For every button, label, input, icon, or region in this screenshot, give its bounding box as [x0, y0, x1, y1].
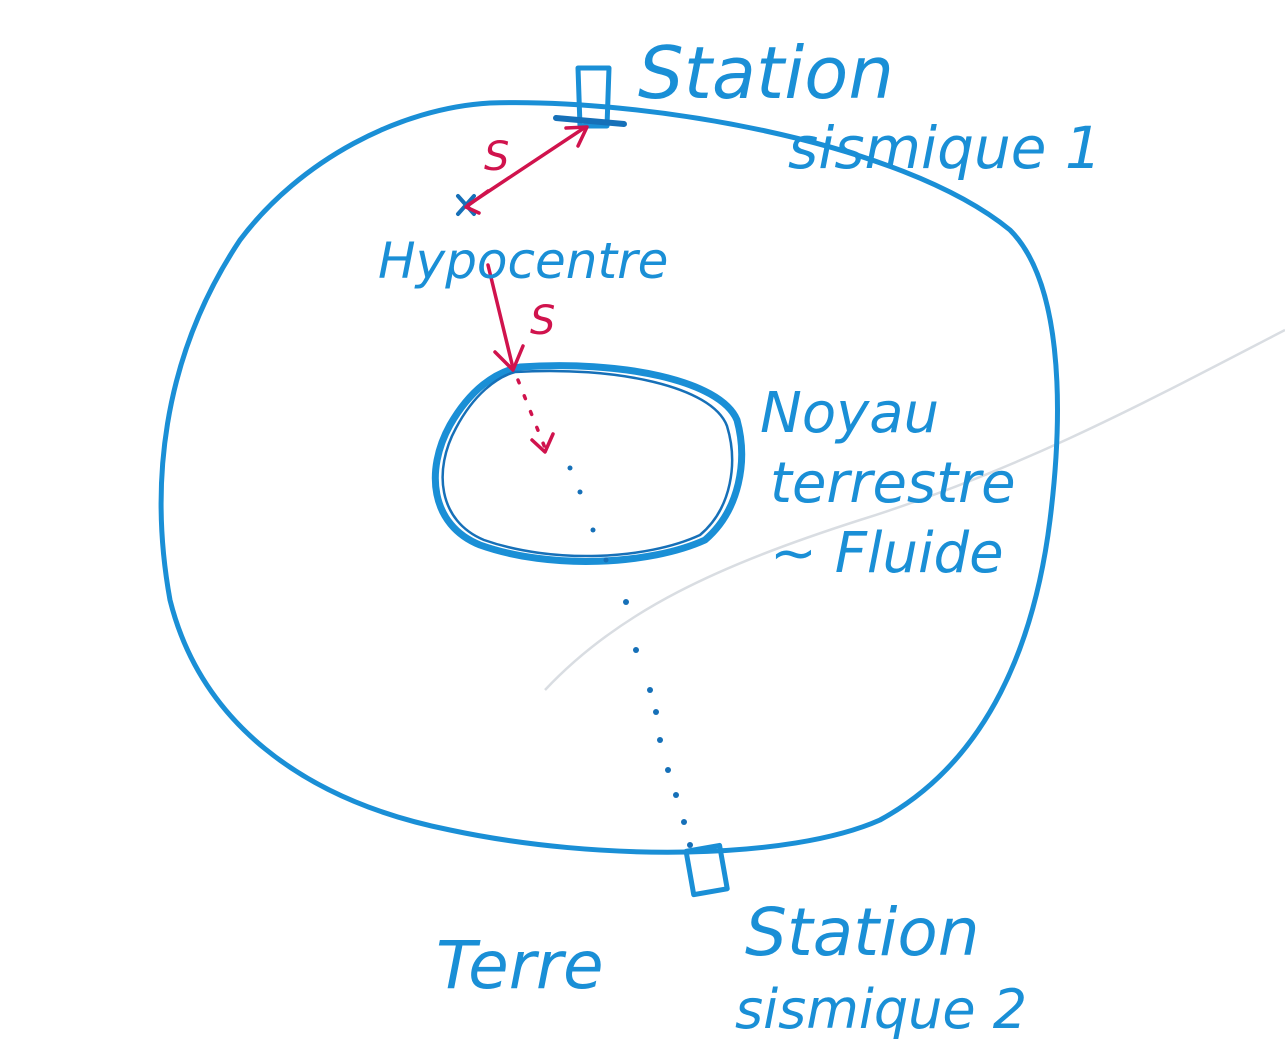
core-label-line1: Noyau: [760, 381, 939, 446]
earth-label: Terre: [436, 927, 604, 1004]
station-2-marker: [683, 842, 730, 898]
hypocentre-label: Hypocentre: [378, 232, 668, 290]
s-wave-blocked-path: [516, 378, 555, 454]
s-wave-arrow-to-station-1: [464, 125, 589, 215]
core-label-line2: terrestre: [770, 451, 1016, 516]
paper-crease: [544, 328, 1285, 691]
station-2-label-line2: sismique 2: [735, 978, 1027, 1041]
station-2-label-line1: Station: [745, 894, 980, 971]
station-1-marker: [553, 65, 627, 129]
station-1-label-line1: Station: [638, 31, 894, 115]
station-1-label-line2: sismique 1: [788, 114, 1102, 182]
wave-label-upper: S: [484, 134, 509, 180]
core-outline: [431, 362, 746, 565]
core-outline-retrace: [441, 369, 734, 558]
station-square-icon: [683, 842, 730, 898]
s-wave-arrow-to-core: [486, 263, 525, 372]
core-label-line3: ~ Fluide: [770, 521, 1004, 586]
ray-path-to-station-2: [567, 465, 693, 848]
station-square-icon: [575, 65, 612, 129]
wave-label-lower: S: [530, 298, 555, 344]
